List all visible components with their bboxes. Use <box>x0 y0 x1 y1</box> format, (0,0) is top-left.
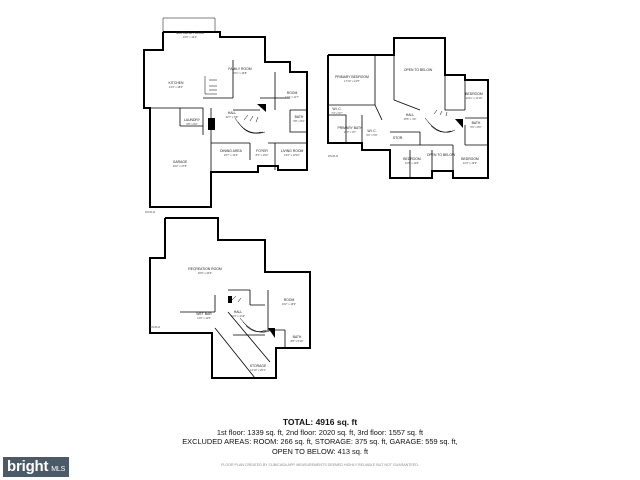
excluded-areas: EXCLUDED AREAS: ROOM: 266 sq. ft, STORAG… <box>182 437 458 447</box>
room-label: HALL <box>228 111 237 115</box>
room-label: STORAGE <box>250 364 267 368</box>
room-dim: 5'8" x 8'4" <box>293 119 304 123</box>
room-dim: 17'10" x 14'5" <box>344 79 360 83</box>
room-label: BEDROOM <box>461 157 479 161</box>
second-floor-outer-wall <box>327 37 489 179</box>
room-dim: 20'2" x 27'8" <box>173 164 187 168</box>
third-floor-outer-wall <box>149 217 311 379</box>
outdoor-label: DN/FLR <box>150 325 160 329</box>
room-label: LAUNDRY <box>184 118 201 122</box>
second-floor-plan: PRIMARY BEDROOM 17'10" x 14'5" OPEN TO B… <box>327 37 489 179</box>
room-dim: 5'9" x 8'0" <box>470 125 481 129</box>
room-dim: 6'2" x 5'9" <box>366 133 377 137</box>
room-label: DINING AREA <box>220 149 243 153</box>
room-dim: 13'0" x 9'7" <box>344 130 357 134</box>
room-dim: 30'9" x 20'6" <box>198 271 212 275</box>
room-dim: 14'10" x 25'1" <box>250 368 266 372</box>
room-label: GARAGE <box>173 160 188 164</box>
room-dim: 15'7" x 12'4" <box>224 153 238 157</box>
second-floor-stairs <box>424 109 456 133</box>
first-floor-column <box>208 118 215 130</box>
outdoor-label: DN/FLR <box>328 154 338 158</box>
room-label: BATH <box>472 121 481 125</box>
room-label: WET BAR <box>196 312 212 316</box>
total-area: TOTAL: 4916 sq. ft <box>282 417 358 427</box>
room-dim: 12'3" x 13'9" <box>463 161 477 165</box>
room-label: ROOM <box>287 91 298 95</box>
floor-plan-drawing: MORNING ROOM 10'6" x 12'4" FAMILY ROOM 2… <box>143 17 489 379</box>
room-label: OPEN TO BELOW <box>427 153 456 157</box>
room-label: BATH <box>295 115 304 119</box>
room-label: STOR. <box>393 136 403 140</box>
room-dim: 20'1" x 16'8" <box>233 71 247 75</box>
floor-areas: 1st floor: 1339 sq. ft, 2nd floor: 2020 … <box>216 427 424 437</box>
room-label: LIVING ROOM <box>281 149 304 153</box>
first-floor-plan: MORNING ROOM 10'6" x 12'4" FAMILY ROOM 2… <box>143 17 308 214</box>
first-floor-stairs <box>204 76 266 134</box>
open-to-below: OPEN TO BELOW: 413 sq. ft <box>271 446 369 456</box>
room-dim: 12'6" x 11'8" <box>405 161 419 165</box>
room-label: BEDROOM <box>465 92 483 96</box>
room-dim: 15'6" x 4'0" <box>404 117 417 121</box>
third-floor-column <box>228 296 232 303</box>
room-label: BATH <box>293 335 302 339</box>
room-label: W.I.C. <box>332 107 341 111</box>
room-label: HALL <box>406 113 415 117</box>
room-label: RECREATION ROOM <box>188 267 222 271</box>
room-dim: 22'7" x 5'8" <box>226 115 239 119</box>
room-dim: 7'4" x 5'7" <box>331 111 342 115</box>
room-label: KITCHEN <box>169 81 184 85</box>
room-dim: 12'11" x 11'10" <box>466 96 483 100</box>
room-label: MORNING ROOM <box>176 31 204 35</box>
room-label: W.I.C. <box>367 129 376 133</box>
room-label: ROOM <box>284 298 295 302</box>
room-dim: 13'4" x 18'0" <box>169 85 183 89</box>
room-dim: 8'8" x 5'10" <box>291 339 304 343</box>
room-label: PRIMARY BATH <box>337 126 363 130</box>
second-floor-vent <box>455 119 463 128</box>
room-dim: 11'2" x 11'7" <box>285 95 299 99</box>
room-label: FOYER <box>256 149 268 153</box>
room-dim: 10'6" x 12'4" <box>183 35 197 39</box>
first-floor-fireplace <box>257 104 266 112</box>
third-floor-plan: RECREATION ROOM 30'9" x 20'6" WET BAR 11… <box>149 217 311 379</box>
room-label: OPEN TO BELOW <box>404 68 433 72</box>
room-dim: 8'4" x 16'2" <box>256 153 269 157</box>
room-dim: 6'8" x 8'2" <box>186 122 197 126</box>
second-floor-interior-walls <box>328 55 488 178</box>
disclaimer: FLOOR PLAN CREATED BY CUBICASA APP. MEAS… <box>221 463 419 467</box>
room-dim: 16'2" x 16'9" <box>282 302 296 306</box>
third-floor-stairs <box>231 295 273 333</box>
third-floor-mechanical <box>268 328 275 338</box>
room-dim: 11'9" x 11'5" <box>197 316 211 320</box>
room-label: BEDROOM <box>403 157 421 161</box>
brand-suffix: MLS <box>51 466 66 473</box>
outdoor-label: DN/FLR <box>145 210 155 214</box>
first-floor-outer-wall <box>143 31 308 208</box>
room-label: FAMILY ROOM <box>228 67 251 71</box>
first-floor-interior-walls <box>150 60 307 172</box>
room-label: PRIMARY BEDROOM <box>335 75 369 79</box>
room-label: HALL <box>234 310 243 314</box>
morning-room-bay <box>162 17 216 32</box>
room-dim: 15'2" x 12'10" <box>284 153 300 157</box>
area-summary: TOTAL: 4916 sq. ft 1st floor: 1339 sq. f… <box>0 417 640 456</box>
brand-name: bright <box>7 458 49 475</box>
room-dim: 10'4" x 4'10" <box>231 314 245 318</box>
third-floor-interior-walls <box>180 289 286 379</box>
